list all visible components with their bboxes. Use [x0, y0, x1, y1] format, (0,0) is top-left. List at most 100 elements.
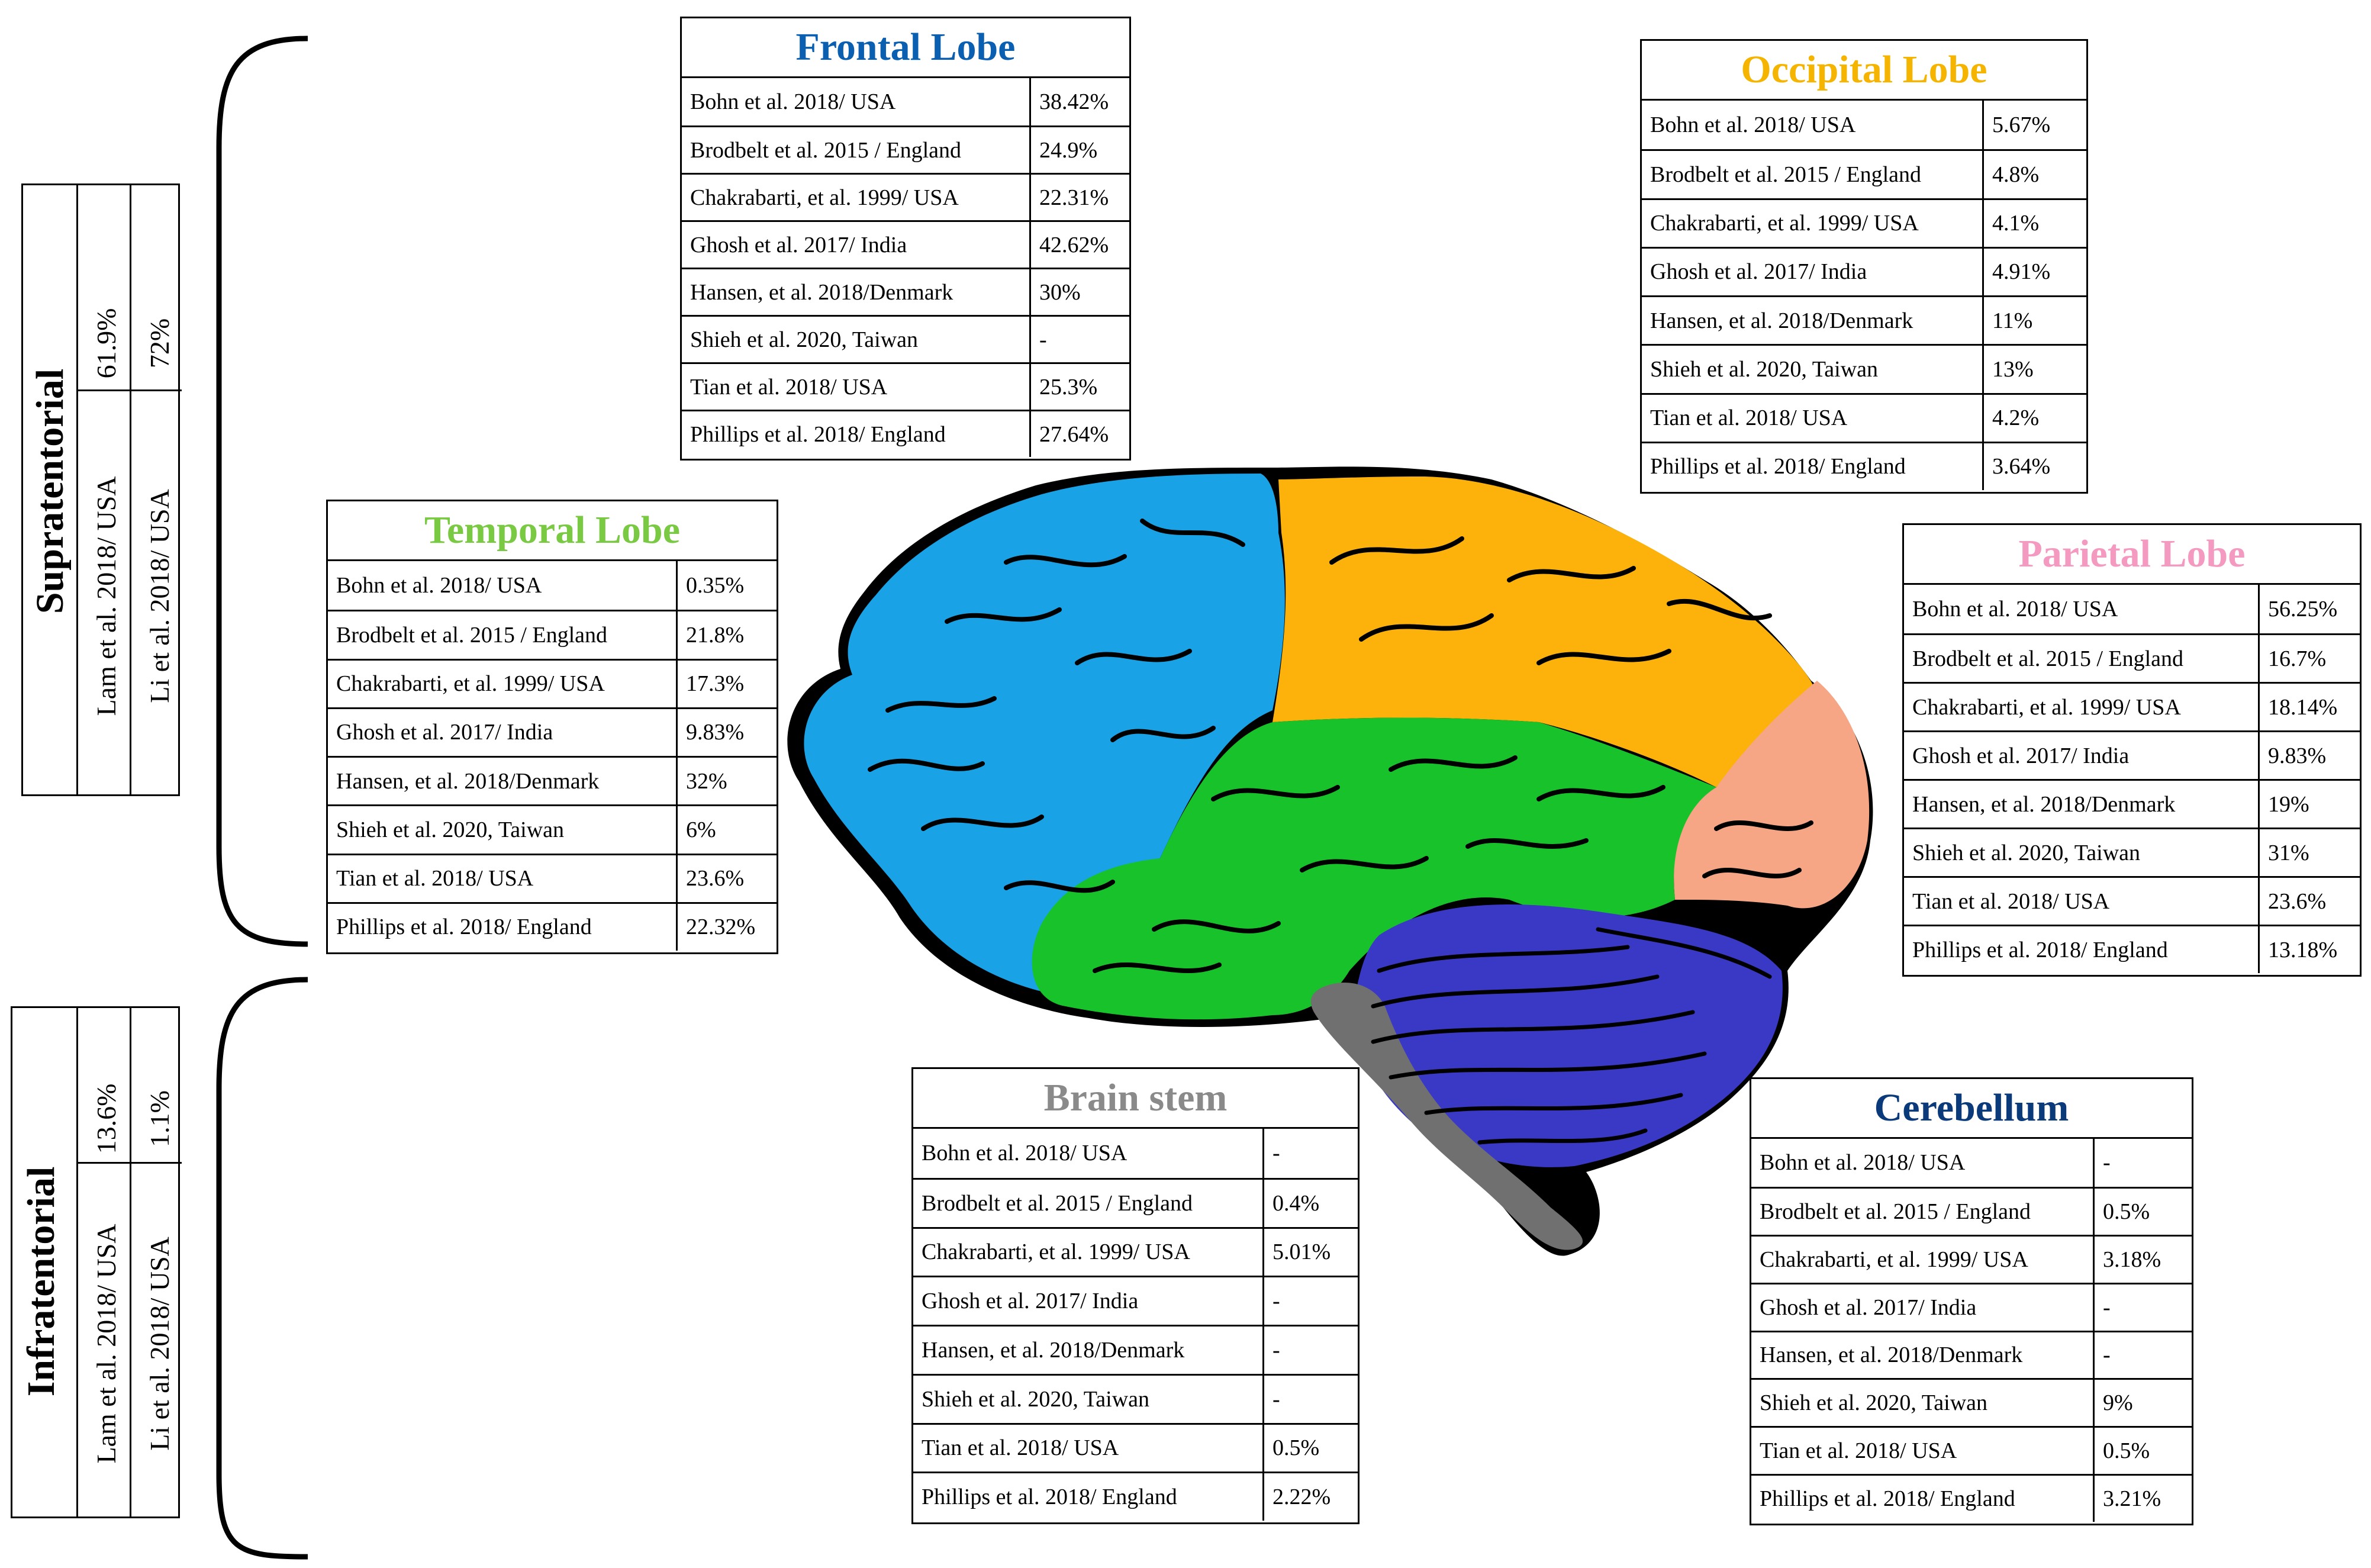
study-cell: Bohn et al. 2018/ USA	[1904, 585, 2260, 633]
percentage-cell: -	[2103, 1150, 2111, 1176]
study-cell: Phillips et al. 2018/ England	[1904, 926, 2260, 973]
infratentorial-label: Infratentorial	[20, 1166, 63, 1397]
table-row: Chakrabarti, et al. 1999/ USA 18.14%	[1904, 682, 2360, 730]
study-cell: Bohn et al. 2018/ USA	[1642, 101, 1984, 150]
study-cell: Shieh et al. 2020, Taiwan	[328, 806, 678, 854]
percentage-cell: 25.3%	[1039, 374, 1098, 400]
table-row: Bohn et al. 2018/ USA-	[1751, 1139, 2192, 1187]
supratentorial-bracket	[216, 36, 308, 947]
brainstem-region	[1310, 983, 1583, 1250]
percentage-cell: 11%	[1992, 308, 2033, 333]
study-cell: Phillips et al. 2018/ England	[1642, 443, 1984, 490]
occipital-table-title: Occipital Lobe	[1642, 41, 2086, 101]
percentage-cell: -	[1273, 1141, 1280, 1166]
study-cell: Ghosh et al. 2017/ India	[913, 1277, 1264, 1325]
percentage-cell: 31%	[2268, 840, 2309, 865]
study-cell: Tian et al. 2018/ USA	[328, 855, 678, 902]
infratentorial-bracket	[216, 977, 308, 1560]
supratentorial-study-lam: Lam et al. 2018/ USA	[91, 476, 121, 716]
study-cell: Chakrabarti, et al. 1999/ USA	[1751, 1236, 2095, 1283]
supratentorial-study-li: Li et al. 2018/ USA	[144, 489, 175, 703]
percentage-cell: 30%	[1039, 279, 1081, 305]
percentage-cell: 21.8%	[686, 622, 745, 648]
study-cell: Shieh et al. 2020, Taiwan	[1751, 1380, 2095, 1427]
percentage-cell: 0.5%	[1273, 1435, 1320, 1461]
study-cell: Hansen, et al. 2018/Denmark	[328, 758, 678, 805]
study-cell: Brodbelt et al. 2015 / England	[913, 1179, 1264, 1227]
study-cell: Tian et al. 2018/ USA	[682, 364, 1031, 410]
study-cell: Chakrabarti, et al. 1999/ USA	[1642, 199, 1984, 247]
percentage-cell: -	[1273, 1386, 1280, 1412]
study-cell: Bohn et al. 2018/ USA	[328, 561, 678, 610]
frontal-table-title: Frontal Lobe	[682, 18, 1129, 78]
percentage-cell: 5.01%	[1273, 1239, 1331, 1265]
percentage-cell: 13%	[1992, 356, 2034, 382]
percentage-cell: 18.14%	[2268, 694, 2338, 720]
study-cell: Phillips et al. 2018/ England	[913, 1473, 1264, 1521]
percentage-cell: 27.64%	[1039, 421, 1109, 447]
percentage-cell: -	[1273, 1337, 1280, 1363]
percentage-cell: -	[1039, 327, 1047, 352]
study-cell: Tian et al. 2018/ USA	[1751, 1428, 2095, 1474]
study-cell: Chakrabarti, et al. 1999/ USA	[682, 175, 1031, 220]
study-cell: Hansen, et al. 2018/Denmark	[1642, 297, 1984, 344]
temporal-region	[1032, 717, 1716, 1020]
brainstem-table-body: Bohn et al. 2018/ USA-Brodbelt et al. 20…	[913, 1129, 1358, 1521]
percentage-cell: 16.7%	[2268, 646, 2327, 671]
percentage-cell: 0.35%	[686, 573, 745, 598]
percentage-cell: 4.2%	[1992, 405, 2040, 431]
percentage-cell: 38.42%	[1039, 89, 1109, 114]
study-cell: Shieh et al. 2020, Taiwan	[913, 1375, 1264, 1423]
infratentorial-value-li: 1.1%	[144, 1090, 175, 1147]
percentage-cell: 4.91%	[1992, 259, 2051, 285]
table-row: Brodbelt et al. 2015 / England 16.7%	[1904, 633, 2360, 682]
study-cell: Tian et al. 2018/ USA	[1642, 394, 1984, 442]
percentage-cell: 4.1%	[1992, 211, 2040, 236]
study-cell: Hansen, et al. 2018/Denmark	[913, 1326, 1264, 1374]
percentage-cell: 19%	[2268, 791, 2309, 817]
infratentorial-value-lam: 13.6%	[91, 1083, 121, 1154]
table-row: Hansen, et al. 2018/Denmark-	[1751, 1330, 2192, 1379]
percentage-cell: 4.8%	[1992, 162, 2040, 187]
percentage-cell: 0.4%	[1273, 1190, 1320, 1216]
brainstem-table-title: Brain stem	[913, 1069, 1358, 1129]
percentage-cell: 22.32%	[686, 915, 756, 940]
table-row: Shieh et al. 2020, Taiwan-	[682, 315, 1129, 362]
table-row: Hansen, et al. 2018/Denmark-	[913, 1325, 1358, 1374]
study-cell: Hansen, et al. 2018/Denmark	[1751, 1332, 2095, 1379]
temporal-table-body: Bohn et al. 2018/ USA 0.35% Brodbelt et al…	[328, 561, 777, 951]
study-cell: Brodbelt et al. 2015 / England	[1904, 635, 2260, 682]
percentage-cell: 9%	[2103, 1390, 2133, 1416]
percentage-cell: 24.9%	[1039, 137, 1098, 163]
table-row: Chakrabarti, et al. 1999/ USA 4.1%	[1642, 198, 2086, 247]
study-cell: Chakrabarti, et al. 1999/ USA	[1904, 684, 2260, 730]
percentage-cell: 13.18%	[2268, 937, 2338, 962]
percentage-cell: 6%	[686, 817, 716, 842]
study-cell: Shieh et al. 2020, Taiwan	[682, 317, 1031, 362]
percentage-cell: 9.83%	[2268, 743, 2327, 768]
table-row: Tian et al. 2018/ USA 25.3%	[682, 362, 1129, 410]
table-row: Bohn et al. 2018/ USA 0.35%	[328, 561, 777, 610]
supratentorial-label: Supratentorial	[28, 368, 72, 614]
